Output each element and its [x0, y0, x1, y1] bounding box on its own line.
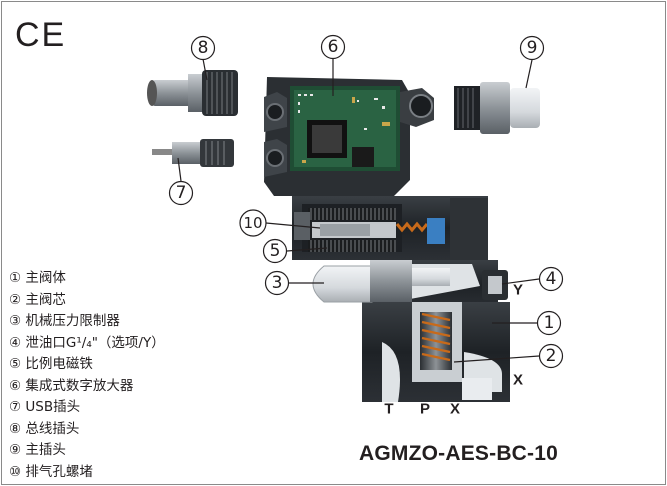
model-code: AGMZO-AES-BC-10 — [359, 442, 559, 465]
port-t: T — [384, 401, 393, 418]
callout-7: 7 — [176, 183, 187, 203]
main-plug — [454, 82, 540, 134]
parts-legend: ① 主阀体 ② 主阀芯 ③ 机械压力限制器 ④ 泄油口G¹/₄"（选项/Y） ⑤… — [9, 268, 165, 483]
port-labels: Y X T P X — [384, 282, 523, 418]
port-x-right: X — [513, 372, 523, 389]
port-x-bottom: X — [450, 401, 460, 418]
callout-4: 4 — [546, 269, 557, 289]
legend-item: ⑥ 集成式数字放大器 — [9, 377, 134, 394]
callout-labels: 8 6 9 7 10 5 3 4 1 2 — [176, 37, 557, 366]
port-y: Y — [513, 282, 523, 299]
callout-2: 2 — [546, 346, 557, 366]
pressure-limiter — [312, 260, 412, 303]
legend-item: ① 主阀体 — [9, 270, 66, 286]
amplifier-housing — [264, 77, 434, 196]
bus-plug — [147, 70, 238, 116]
callout-10: 10 — [243, 214, 262, 232]
callout-1: 1 — [544, 313, 555, 333]
legend-item: ③ 机械压力限制器 — [9, 313, 120, 329]
legend-item: ⑤ 比例电磁铁 — [9, 356, 93, 372]
ce-mark: CE — [15, 16, 67, 54]
port-p: P — [420, 401, 430, 418]
legend-item: ⑦ USB插头 — [9, 399, 81, 415]
callout-3: 3 — [272, 273, 283, 293]
solenoid-assembly — [292, 196, 488, 260]
callout-6: 6 — [328, 37, 339, 57]
usb-plug — [152, 139, 234, 167]
callout-5: 5 — [270, 241, 281, 261]
callouts — [168, 34, 564, 369]
legend-item: ⑨ 主插头 — [9, 442, 66, 458]
legend-item: ⑧ 总线插头 — [9, 420, 80, 437]
legend-item: ⑩ 排气孔螺堵 — [9, 463, 93, 480]
callout-9: 9 — [527, 38, 538, 58]
callout-8: 8 — [198, 38, 209, 58]
legend-item: ④ 泄油口G¹/₄"（选项/Y） — [9, 334, 165, 351]
legend-item: ② 主阀芯 — [9, 291, 66, 308]
